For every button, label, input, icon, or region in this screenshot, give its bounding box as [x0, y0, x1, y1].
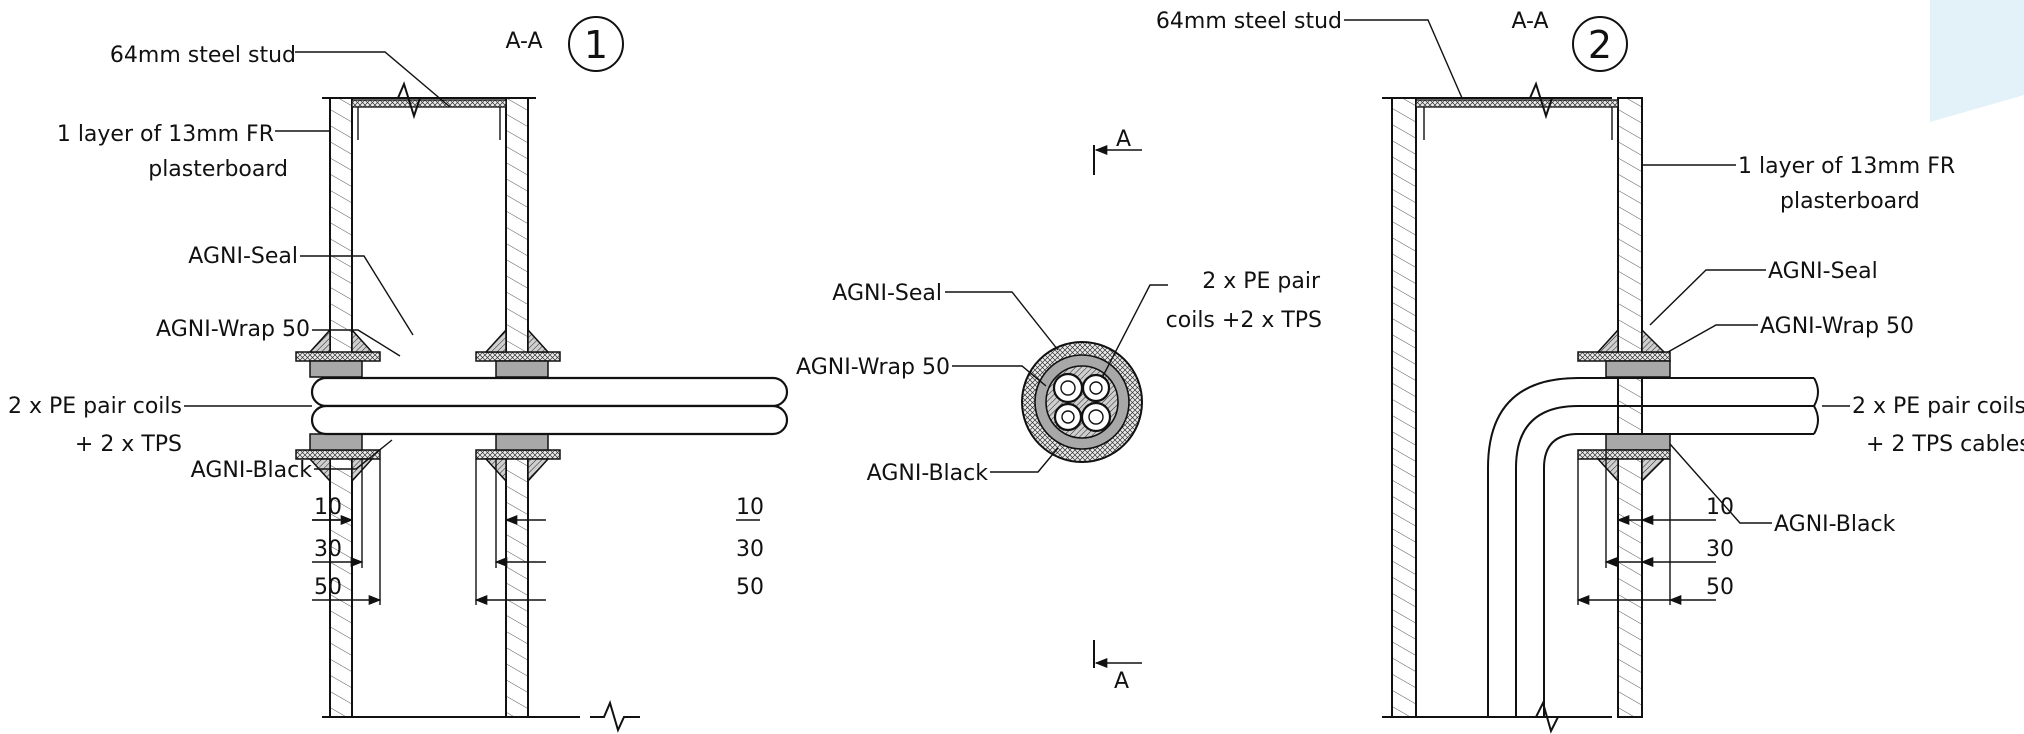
label-plasterboard-2-line1: 1 layer of 13mm FR: [1738, 154, 1955, 179]
dim-left-10: 10: [314, 495, 342, 520]
label-agni-black-2: AGNI-Black: [1774, 512, 1896, 537]
leader-agni-wrap-1: [312, 329, 401, 357]
label-agni-seal-2: AGNI-Seal: [1768, 259, 1878, 284]
leader-agni-black-2: [1669, 443, 1772, 524]
leader-agni-wrap-x: [952, 365, 1047, 387]
label-cable-2-line1: 2 x PE pair coils: [1852, 394, 2024, 419]
dim2-10: 10: [1706, 495, 1734, 520]
label-cable-1-line2: + 2 x TPS: [75, 432, 182, 457]
break-symbol-top: [380, 81, 436, 120]
cross-section: [945, 144, 1168, 669]
label-cable-1-line1: 2 x PE pair coils: [8, 394, 182, 419]
dim-left-50: 50: [314, 575, 342, 600]
detail-2-section-label: A-A: [1511, 9, 1548, 34]
agni-seal-fillet-tl: [308, 328, 331, 353]
dim-right-10: 10: [736, 495, 764, 520]
cable-lower: [310, 404, 789, 436]
agni-black-band-t2: [1605, 360, 1671, 378]
label-agni-black-x: AGNI-Black: [867, 461, 989, 486]
tps-cable-1: [1081, 373, 1111, 403]
cable-upper: [310, 376, 789, 408]
agni-wrap-plate-br: [475, 449, 561, 460]
detail-2-number-circle: [1572, 16, 1628, 72]
plasterboard-left-wall-2: [1391, 97, 1417, 718]
label-plasterboard-2-line2: plasterboard: [1780, 189, 1920, 214]
agni-wrap-plate-b2: [1577, 449, 1671, 460]
agni-black-band-br: [495, 433, 549, 451]
tps-cable-2: [1053, 402, 1083, 432]
agni-seal-fillet-b2b: [1596, 458, 1619, 483]
detail-1-section-label: A-A: [505, 29, 542, 54]
dim-left-30: 30: [314, 537, 342, 562]
agni-seal-fillet-tr2: [527, 328, 550, 353]
pe-cable-1: [1052, 372, 1084, 404]
agni-seal-fillet-bl: [308, 458, 331, 483]
cable-bent-outer: [1487, 377, 1814, 717]
dim2-50: 50: [1706, 575, 1734, 600]
section-arrow-label-top: A: [1116, 127, 1131, 152]
label-cable-x-line2: coils +2 x TPS: [1166, 308, 1322, 333]
cable-bent-inner: [1543, 433, 1814, 717]
agni-wrap-plate-t2: [1577, 351, 1671, 362]
agni-seal-fillet-t2: [1641, 328, 1666, 353]
steel-stud-flange-2: [1415, 99, 1619, 108]
leader-steel-stud-2: [1344, 19, 1463, 99]
label-agni-wrap-2: AGNI-Wrap 50: [1760, 314, 1914, 339]
agni-seal-fillet-tr: [484, 328, 507, 353]
label-steel-stud-2: 64mm steel stud: [1156, 9, 1342, 34]
leader-cable-x: [1101, 284, 1168, 379]
break-symbol-top-2: [1512, 81, 1568, 120]
agni-wrap-plate-tl: [295, 351, 381, 362]
leader-agni-seal-1: [300, 255, 414, 336]
cable-bent-middle: [1515, 405, 1814, 717]
plasterboard-right-wall-2: [1617, 97, 1643, 718]
label-plasterboard-1-line1: 1 layer of 13mm FR: [57, 122, 274, 147]
agni-wrap-plate-tr: [475, 351, 561, 362]
label-cable-2-line2: + 2 TPS cables: [1866, 432, 2024, 457]
steel-stud: [357, 103, 501, 140]
agni-black-band-bl: [309, 433, 363, 451]
leader-agni-wrap-2: [1667, 324, 1758, 353]
label-agni-wrap-x: AGNI-Wrap 50: [796, 355, 950, 380]
label-agni-seal-1: AGNI-Seal: [188, 244, 298, 269]
dim-right-30: 30: [736, 537, 764, 562]
label-agni-seal-x: AGNI-Seal: [832, 281, 942, 306]
label-agni-wrap-1: AGNI-Wrap 50: [156, 317, 310, 342]
agni-black-band-b2: [1605, 433, 1671, 451]
agni-seal-fillet-br2: [527, 458, 550, 483]
leader-agni-seal-x: [945, 291, 1059, 351]
agni-black-band-tl: [309, 360, 363, 378]
label-steel-stud-1: 64mm steel stud: [110, 43, 296, 68]
detail-1-number: 1: [584, 23, 608, 67]
detail-2: [1344, 16, 1850, 734]
detail-1-number-circle: [568, 16, 624, 72]
label-cable-x-line1: 2 x PE pair: [1202, 269, 1321, 294]
cable-end-2: [1812, 377, 1819, 435]
agni-seal-fillet-b2: [1641, 458, 1666, 483]
detail-1: [184, 16, 789, 733]
pe-cable-2: [1080, 401, 1112, 433]
label-agni-black-1: AGNI-Black: [191, 458, 313, 483]
leader-steel-stud-1: [295, 51, 451, 108]
break-symbol-bottom: [590, 700, 640, 733]
dim2-30: 30: [1706, 537, 1734, 562]
steel-stud-flange: [351, 99, 507, 108]
steel-stud-2: [1423, 103, 1613, 140]
leader-agni-black-x: [990, 447, 1059, 473]
agni-seal-core: [1045, 365, 1119, 439]
agni-seal-fillet-tl2: [351, 328, 374, 353]
label-plasterboard-1-line2: plasterboard: [148, 157, 288, 182]
leader-agni-black-1: [314, 439, 393, 470]
break-symbol-bottom-2: [1520, 700, 1572, 734]
dim-right-50: 50: [736, 575, 764, 600]
agni-seal-fillet-t2b: [1596, 328, 1619, 353]
section-arrow-label-bottom: A: [1114, 669, 1129, 694]
corner-accent-shape: [1930, 0, 2024, 122]
agni-black-band-tr: [495, 360, 549, 378]
leader-agni-seal-2: [1649, 269, 1766, 326]
detail-2-number: 2: [1588, 23, 1612, 67]
